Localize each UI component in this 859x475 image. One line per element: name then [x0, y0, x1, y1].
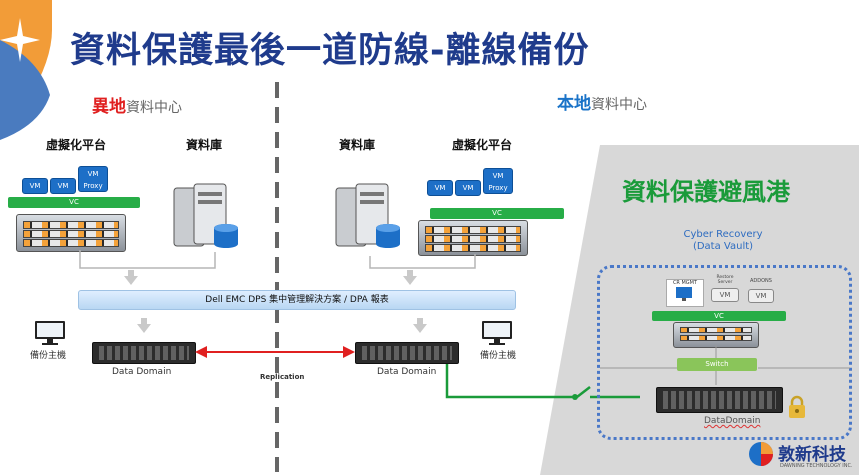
left-vm-proxy: VM Proxy — [78, 166, 108, 192]
vault-title-line2: (Data Vault) — [692, 241, 754, 252]
left-database-label: 資料庫 — [186, 138, 223, 152]
right-server — [418, 220, 528, 256]
right-backup-host-label: 備份主機 — [480, 351, 517, 361]
restore-server-vm: VM — [711, 288, 739, 302]
remote-highlight: 異地 — [92, 97, 126, 117]
vault-server — [673, 322, 759, 348]
right-down-arrow-bottom — [413, 318, 427, 333]
page-title: 資料保護最後一道防線-離線備份 — [70, 31, 590, 71]
site-divider — [275, 82, 279, 472]
local-datacenter-label: 本地資料中心 — [557, 89, 647, 114]
top-connectors — [79, 250, 476, 269]
vault-data-domain — [656, 387, 783, 413]
left-vm-1: VM — [22, 178, 48, 194]
addons-vm: VM — [748, 289, 774, 303]
company-logo-text: 敦新科技 — [778, 445, 846, 465]
right-vm-proxy: VM Proxy — [483, 168, 513, 194]
replication-arrow — [195, 346, 355, 358]
addons-label: ADDONS — [750, 278, 772, 284]
right-database-label: 資料庫 — [339, 138, 376, 152]
addons-box: ADDONS VM — [748, 278, 774, 305]
remote-datacenter-label: 異地資料中心 — [92, 92, 182, 117]
replication-label: Replication — [259, 373, 306, 381]
right-vm-1: VM — [427, 180, 453, 196]
left-server — [16, 214, 126, 252]
right-data-domain — [355, 342, 459, 364]
remote-rest: 資料中心 — [126, 100, 182, 116]
right-database-icon — [335, 183, 400, 248]
vault-connectors — [600, 345, 850, 385]
star-icon — [0, 18, 40, 62]
data-vault-boundary — [597, 265, 852, 440]
dps-management-bar: Dell EMC DPS 集中管理解決方案 / DPA 報表 — [78, 290, 516, 310]
vault-switch: Switch — [677, 358, 757, 371]
lock-icon — [789, 395, 805, 418]
restore-server-box: Restore Server VM — [711, 275, 739, 305]
vault-vc-bar: VC — [652, 311, 786, 321]
corner-decoration — [0, 0, 52, 140]
vault-title-line1: Cyber Recovery — [683, 229, 763, 240]
vault-title: Cyber Recovery (Data Vault) — [668, 229, 778, 253]
vault-heading: 資料保護避風港 — [622, 178, 790, 206]
vault-data-domain-label: DataDomain — [704, 416, 761, 426]
left-backup-host-label: 備份主機 — [30, 351, 67, 361]
local-highlight: 本地 — [557, 94, 591, 114]
restore-server-label: Restore Server — [716, 275, 734, 285]
left-database-icon — [173, 183, 238, 248]
left-down-arrow-top — [124, 270, 138, 285]
airgap-switch-icon — [576, 386, 591, 398]
cr-mgmt-monitor-icon — [676, 287, 692, 301]
left-monitor-icon — [35, 321, 65, 345]
left-down-arrow-bottom — [137, 318, 151, 333]
company-logo-icon — [749, 442, 773, 466]
right-virtualization-label: 虛擬化平台 — [452, 138, 513, 152]
company-logo-subtitle: DAWNING TECHNOLOGY INC. — [780, 463, 853, 469]
right-data-domain-label: Data Domain — [377, 367, 437, 377]
left-virtualization-label: 虛擬化平台 — [46, 138, 107, 152]
right-vm-2: VM — [455, 180, 481, 196]
left-vc-bar: VC — [8, 197, 140, 208]
cr-mgmt-label: CR MGMT — [672, 280, 698, 286]
left-data-domain-label: Data Domain — [112, 367, 172, 377]
left-vm-2: VM — [50, 178, 76, 194]
cr-mgmt-box: CR MGMT — [666, 279, 704, 307]
right-down-arrow-top — [403, 270, 417, 285]
left-data-domain — [92, 342, 196, 364]
right-vc-bar: VC — [430, 208, 564, 219]
local-rest: 資料中心 — [591, 97, 647, 113]
right-monitor-icon — [482, 321, 512, 345]
